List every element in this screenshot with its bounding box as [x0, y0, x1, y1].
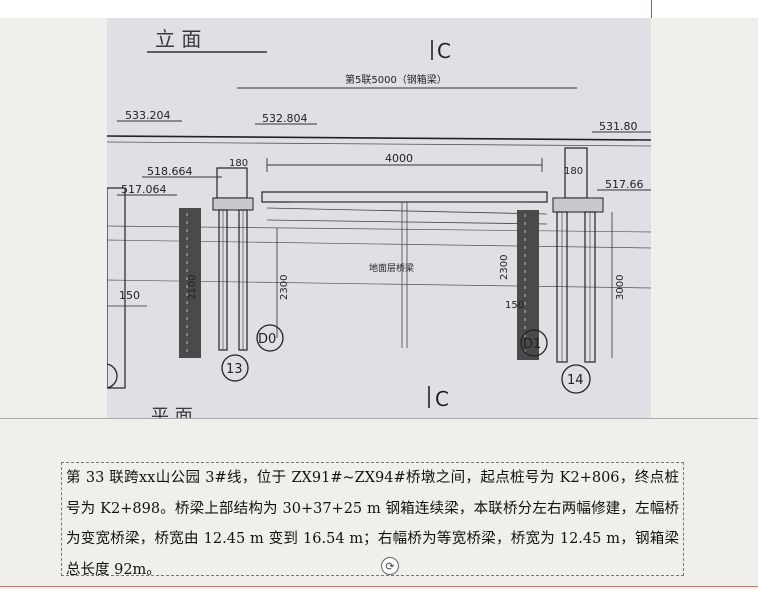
elevation-label: 532.804	[262, 112, 308, 125]
text-box[interactable]: 第 33 联跨xx山公园 3#线，位于 ZX91#~ZX94#桥墩之间，起点桩号…	[61, 462, 684, 578]
dimension-label: 180	[229, 158, 248, 169]
elevation-label: 533.204	[125, 109, 171, 122]
page-edge-line	[0, 586, 758, 587]
elevation-label: 518.664	[147, 165, 193, 178]
dimension-label: 2100	[187, 275, 198, 300]
pier-label: D1	[523, 337, 541, 352]
dimension-label: 180	[564, 166, 583, 177]
rotate-icon[interactable]: ⟳	[381, 557, 399, 575]
dimension-label: 2300	[499, 255, 510, 280]
margin-marker	[651, 0, 652, 18]
span-label: 第5联5000（钢箱梁）	[345, 73, 447, 86]
dimension-label: 150	[505, 300, 524, 311]
dimension-label: 4000	[385, 152, 413, 165]
pier-label: D0	[258, 332, 276, 347]
elevation-label: 531.80	[599, 120, 638, 133]
elevation-label: 517.66	[605, 178, 644, 191]
document-page-lower	[0, 418, 758, 589]
plan-title: 平 面	[151, 406, 193, 418]
page-strip	[0, 0, 758, 18]
description-paragraph[interactable]: 第 33 联跨xx山公园 3#线，位于 ZX91#~ZX94#桥墩之间，起点桩号…	[66, 470, 679, 578]
view-title: 立 面	[155, 27, 201, 51]
dimension-label: 2300	[279, 275, 290, 300]
section-mark-top: C	[437, 39, 451, 63]
drawing-svg: 立 面 C 第5联5000（钢箱梁） 533.204 532.804 531.8…	[107, 18, 651, 418]
beam-label: 地面层桥梁	[369, 262, 414, 274]
pier-label: 14	[567, 373, 584, 388]
bridge-elevation-drawing-image[interactable]: 立 面 C 第5联5000（钢箱梁） 533.204 532.804 531.8…	[107, 18, 651, 418]
pier-label: 13	[226, 362, 243, 377]
section-mark-bottom: C	[435, 387, 449, 411]
elevation-label: 517.064	[121, 183, 167, 196]
dimension-label: 150	[119, 289, 140, 302]
dimension-label: 3000	[615, 275, 626, 300]
